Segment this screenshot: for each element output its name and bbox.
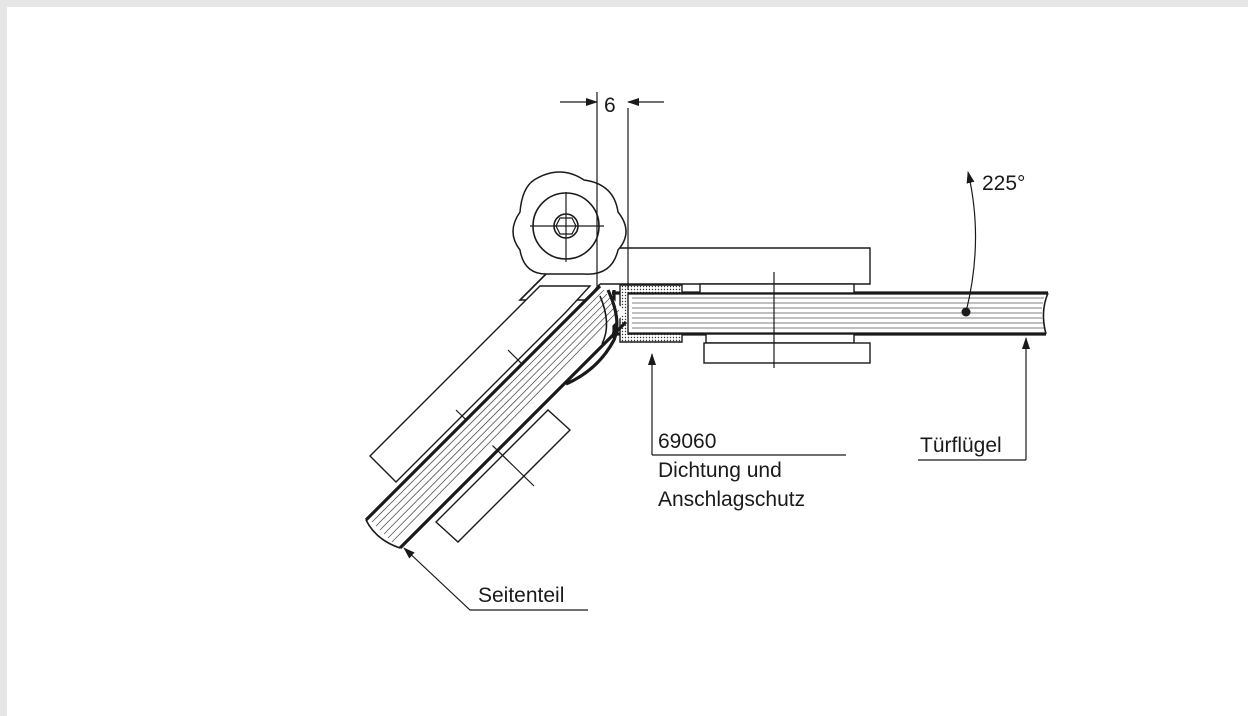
door-leaf-label: Türflügel [920,434,1002,457]
door-clamp-plates [600,247,871,368]
side-panel-leader [403,547,588,611]
part-description-line1: Dichtung und [658,459,782,482]
hinge-body [512,171,627,301]
angle-indicator [961,171,977,317]
side-panel-label: Seitenteil [478,584,564,607]
part-description-line2: Anschlagschutz [658,488,805,511]
part-number: 69060 [658,430,716,453]
angle-label: 225° [982,172,1025,195]
door-leaf-glass [612,291,1049,336]
side-panel-glass [364,284,628,550]
door-leaf-leader [918,337,1030,461]
side-panel-clamp-plates [369,285,592,543]
dimension-label: 6 [604,94,616,117]
dimension-6 [560,92,664,290]
seal-leader [648,353,846,456]
